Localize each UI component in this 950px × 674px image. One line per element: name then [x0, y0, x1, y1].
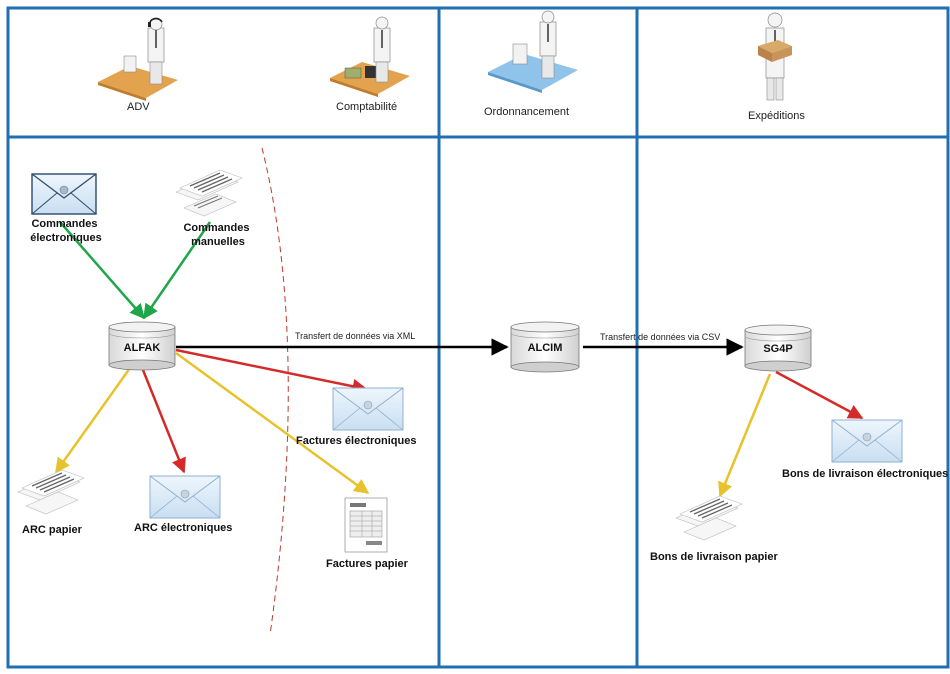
- lane-grid: [6, 6, 950, 669]
- factures-electroniques-label: Factures électroniques: [296, 435, 416, 447]
- paper-electronic-separator: [261, 147, 289, 636]
- bons-livraison-papier-paper-stack-icon: [675, 495, 743, 541]
- arrow-commandes-electroniques: [59, 221, 145, 320]
- alfak-database: ALFAK: [108, 321, 176, 371]
- arrow-sg4p-bons-electroniques: [775, 370, 864, 420]
- transfer-csv-label: Transfert de données via CSV: [600, 332, 720, 342]
- arrow-alfak-factures-electroniques: [175, 348, 368, 394]
- commandes-electroniques-label: Commandes électroniques: [30, 218, 102, 244]
- sg4p-database: SG4P: [744, 324, 812, 372]
- expeditions-worker-icon: [758, 12, 792, 101]
- arc-papier-label: ARC papier: [22, 524, 83, 536]
- lane-adv-label: ADV: [127, 101, 150, 113]
- arrow-alfak-arc-papier: [54, 367, 132, 474]
- sg4p-label: SG4P: [763, 343, 792, 355]
- transfer-xml-label: Transfert de données via XML: [295, 331, 415, 341]
- factures-papier-invoice-icon: [344, 497, 388, 553]
- bons-livraison-electroniques-envelope-icon: [831, 419, 903, 463]
- lane-ordonnancement-label: Ordonnancement: [484, 106, 569, 118]
- lane-comptabilite-label: Comptabilité: [336, 101, 397, 113]
- bons-livraison-electroniques-label: Bons de livraison électroniques: [782, 468, 948, 480]
- commandes-electroniques-envelope-icon: [31, 173, 97, 215]
- arrow-alfak-factures-papier: [175, 351, 370, 495]
- factures-electroniques-envelope-icon: [332, 387, 404, 431]
- lane-expeditions-label: Expéditions: [748, 110, 805, 122]
- alcim-label: ALCIM: [528, 342, 563, 354]
- arrows: [54, 221, 864, 498]
- commandes-manuelles-label: Commandes manuelles: [183, 222, 252, 248]
- arc-papier-paper-stack-icon: [17, 469, 85, 515]
- comptabilite-worker-icon: [330, 16, 410, 97]
- alcim-database: ALCIM: [510, 321, 580, 373]
- ordonnancement-worker-icon: [488, 10, 578, 93]
- bons-livraison-papier-label: Bons de livraison papier: [650, 551, 778, 563]
- arrow-commandes-manuelles: [142, 221, 212, 320]
- commandes-manuelles-paper-stack-icon: [175, 169, 243, 217]
- alfak-label: ALFAK: [124, 342, 161, 354]
- arrow-alfak-arc-electroniques: [141, 369, 186, 474]
- arc-electroniques-envelope-icon: [149, 475, 221, 519]
- factures-papier-label: Factures papier: [326, 558, 409, 570]
- arc-electroniques-label: ARC électroniques: [134, 522, 232, 534]
- arrow-sg4p-bons-papier: [718, 373, 772, 498]
- adv-worker-icon: [98, 17, 178, 101]
